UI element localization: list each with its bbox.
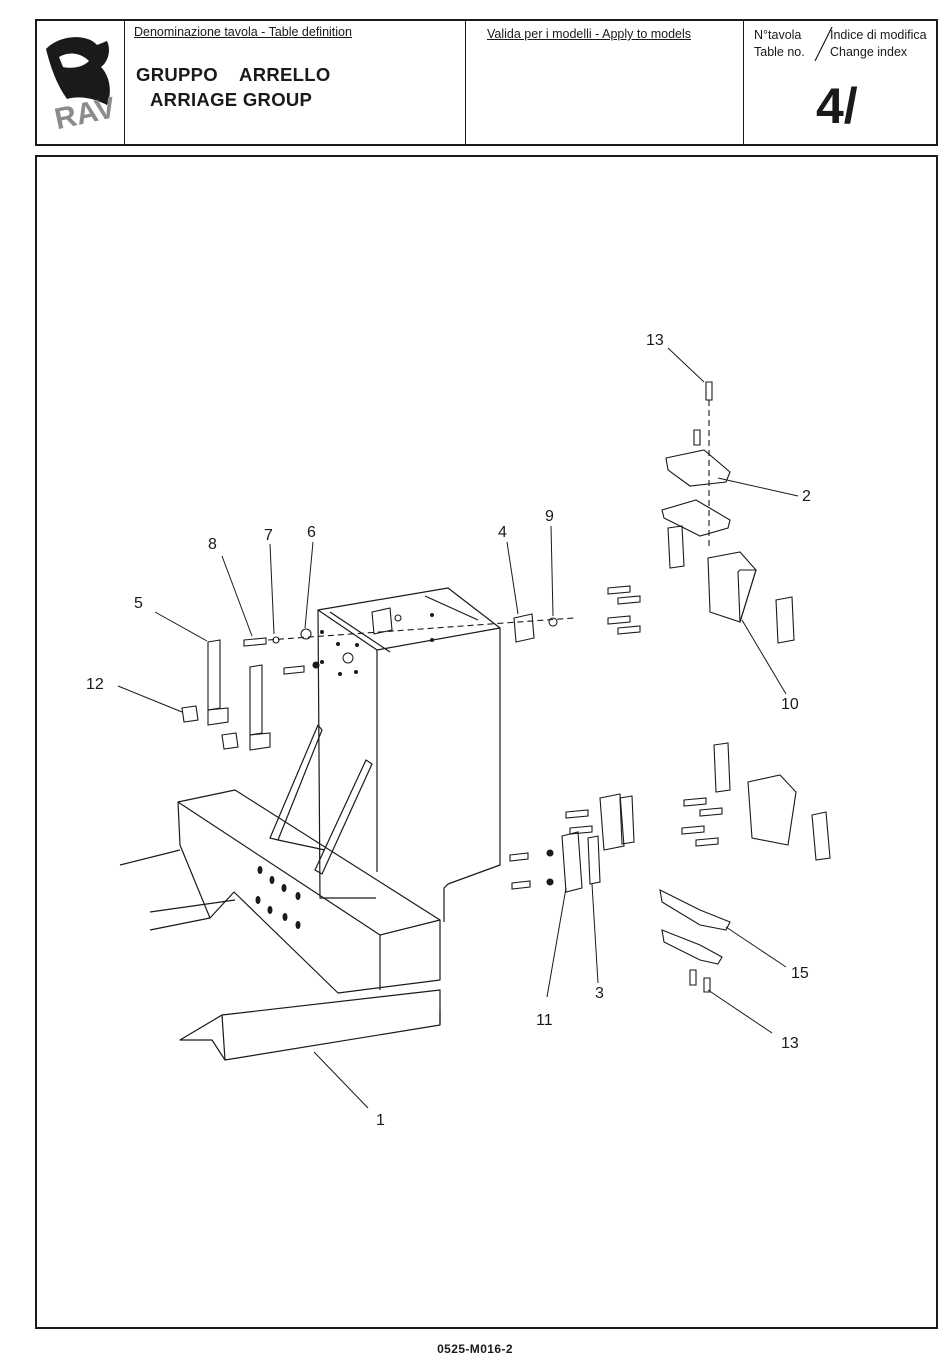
assembly-10 [608, 382, 794, 643]
leader-lines [118, 348, 798, 1108]
callout-13-bottom: 13 [781, 1035, 799, 1052]
carriage-frame [120, 588, 500, 1060]
callout-6: 6 [307, 524, 316, 541]
callout-3: 3 [595, 985, 604, 1002]
callout-15: 15 [791, 965, 809, 982]
callout-9: 9 [545, 508, 554, 525]
callout-13-top: 13 [646, 332, 664, 349]
drawing-code: 0525-M016-2 [0, 1342, 950, 1356]
guides-5 [182, 640, 270, 750]
fasteners [244, 608, 574, 674]
callout-10: 10 [781, 696, 799, 713]
callout-1: 1 [376, 1112, 385, 1129]
callout-12: 12 [86, 676, 104, 693]
callout-5: 5 [134, 595, 143, 612]
assembly-lower [510, 743, 830, 992]
callout-numbers: 13 2 9 4 6 7 8 5 12 10 15 3 11 13 1 [86, 332, 811, 1129]
callout-2: 2 [802, 488, 811, 505]
callout-4: 4 [498, 524, 507, 541]
callout-7: 7 [264, 527, 273, 544]
callout-11: 11 [536, 1012, 553, 1029]
callout-8: 8 [208, 536, 217, 553]
beam-holes [256, 613, 435, 929]
